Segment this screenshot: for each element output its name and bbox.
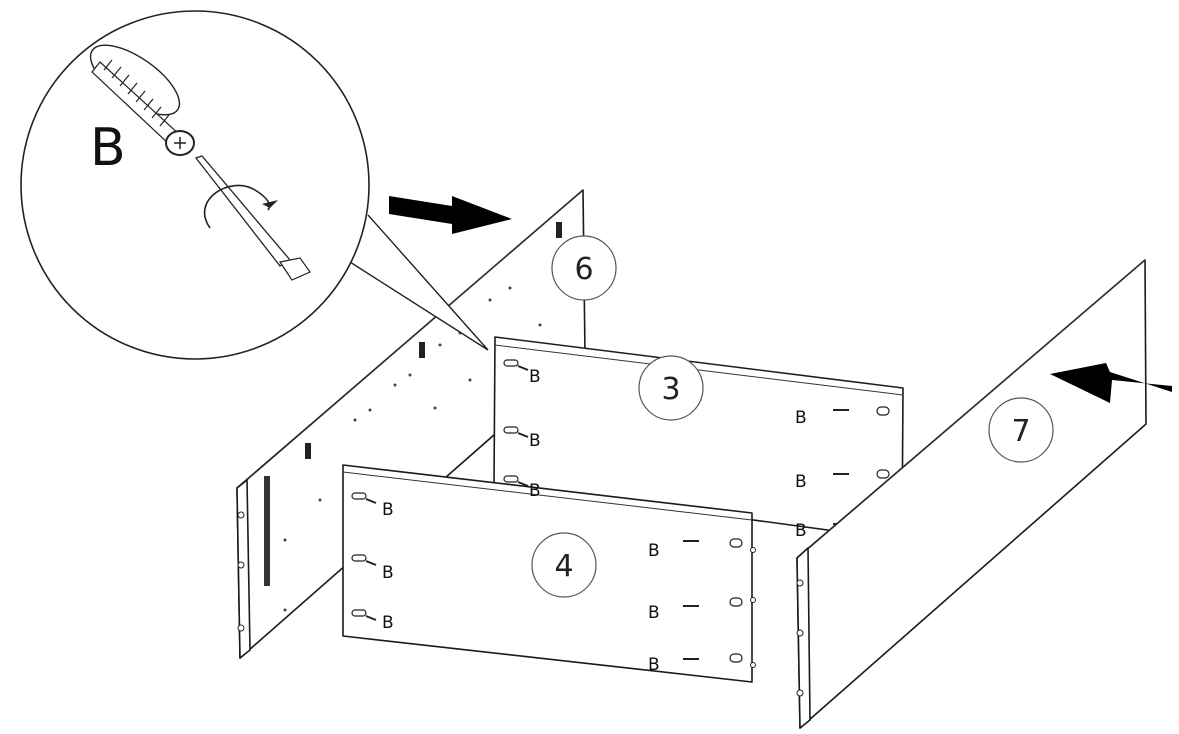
panel-6 bbox=[236, 189, 586, 659]
rotate-icon bbox=[203, 184, 278, 229]
screw-label-b: B bbox=[382, 500, 394, 520]
panel-3 bbox=[493, 336, 904, 541]
metal-rail bbox=[264, 476, 270, 586]
screwdriver-icon bbox=[194, 155, 311, 281]
screw-label-b: B bbox=[795, 521, 807, 541]
screw-label-b: B bbox=[529, 367, 541, 387]
screw-label-b: B bbox=[529, 481, 541, 501]
detail-screw-label: B bbox=[90, 118, 126, 178]
screw-label-b: B bbox=[795, 408, 807, 428]
part-label-6: 6 bbox=[551, 235, 617, 301]
screw-label-b: B bbox=[648, 541, 660, 561]
screw-label-b: B bbox=[529, 431, 541, 451]
part-label-3: 3 bbox=[638, 355, 704, 421]
bracket bbox=[419, 342, 425, 358]
screw-label-b: B bbox=[382, 563, 394, 583]
direction-arrow-right bbox=[1050, 363, 1172, 403]
svg-text:3: 3 bbox=[661, 372, 680, 407]
screw-icon bbox=[89, 44, 195, 156]
bracket bbox=[556, 222, 562, 238]
svg-text:6: 6 bbox=[574, 252, 593, 287]
screw-label-b: B bbox=[648, 603, 660, 623]
direction-arrow-left bbox=[389, 196, 512, 234]
svg-text:7: 7 bbox=[1011, 414, 1030, 449]
part-label-7: 7 bbox=[988, 397, 1054, 463]
screw-label-b: B bbox=[382, 613, 394, 633]
screw-label-b: B bbox=[648, 655, 660, 675]
bracket bbox=[305, 443, 311, 459]
screw-label-b: B bbox=[795, 472, 807, 492]
screw-detail-callout: B bbox=[20, 10, 489, 360]
svg-text:4: 4 bbox=[554, 549, 573, 584]
part-label-4: 4 bbox=[531, 532, 597, 598]
screw-labels: B B B B B B B B B B B B bbox=[382, 367, 807, 675]
